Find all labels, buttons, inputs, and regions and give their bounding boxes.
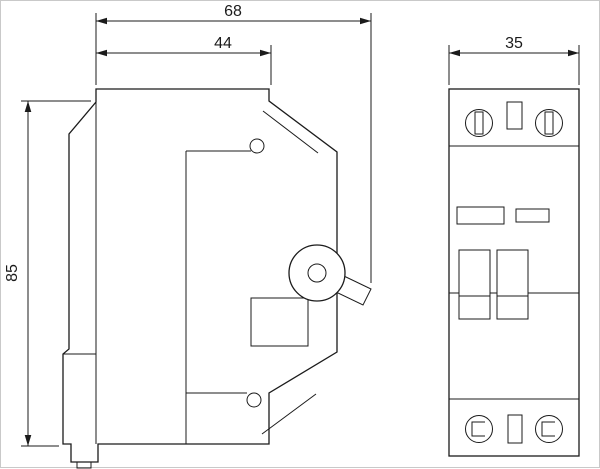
terminal-slot-top-left (474, 111, 484, 135)
inner-chamfer-top-line (262, 110, 319, 154)
dim-body-depth-label: 44 (214, 35, 232, 52)
terminal-clamp-bottom-right (541, 421, 555, 437)
side-view-outline (62, 88, 338, 463)
terminal-screw-bottom-right (535, 415, 563, 443)
terminal-screw-top-left (465, 109, 493, 137)
terminal-screw-top-right (535, 109, 563, 137)
terminal-screw-bottom-left (465, 415, 493, 443)
dim-width-label: 35 (505, 35, 523, 52)
dim-height-label: 85 (4, 264, 21, 282)
front-view-outline (448, 88, 580, 457)
side-view (62, 88, 372, 469)
marking-label-window (515, 208, 550, 223)
toggle-handle-left (458, 249, 491, 320)
front-view (448, 88, 580, 457)
side-label-window (250, 297, 309, 347)
dimensions: 68 44 35 85 (4, 3, 580, 447)
toggle-handle-right (496, 249, 529, 320)
top-center-slot (506, 101, 523, 130)
terminal-slot-top-right (544, 111, 554, 135)
bottom-center-slot (507, 414, 523, 444)
inner-chamfer-bottom-line (261, 393, 317, 435)
din-clip-release-tab (76, 461, 92, 469)
terminal-clamp-bottom-left (471, 421, 485, 437)
toggle-pivot (307, 263, 327, 283)
rating-label-window (456, 206, 505, 225)
dimension-width: 35 (448, 35, 580, 85)
dimension-overall-depth: 68 (95, 3, 372, 283)
bottom-fillet-arc (246, 392, 262, 408)
dimension-height: 85 (4, 100, 91, 447)
dimension-body-depth: 44 (96, 35, 272, 85)
top-fillet-arc (249, 138, 265, 154)
dim-overall-depth-label: 68 (224, 3, 242, 20)
